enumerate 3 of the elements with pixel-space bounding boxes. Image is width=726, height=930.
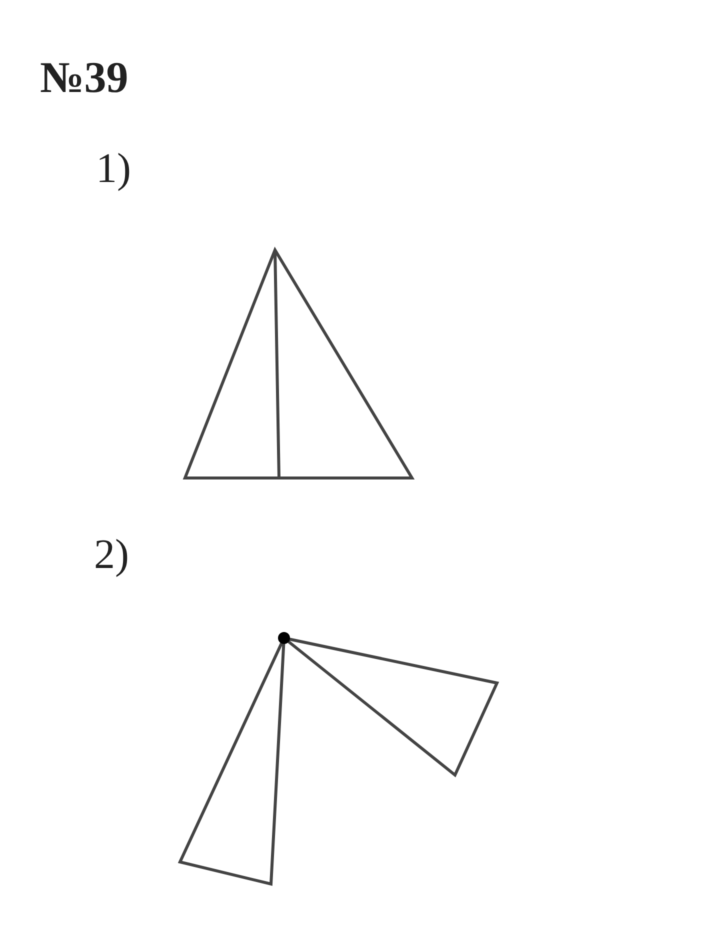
problem-number: №39 xyxy=(40,56,128,100)
part-number: 1) xyxy=(96,148,131,190)
part-number: 2) xyxy=(94,534,129,576)
